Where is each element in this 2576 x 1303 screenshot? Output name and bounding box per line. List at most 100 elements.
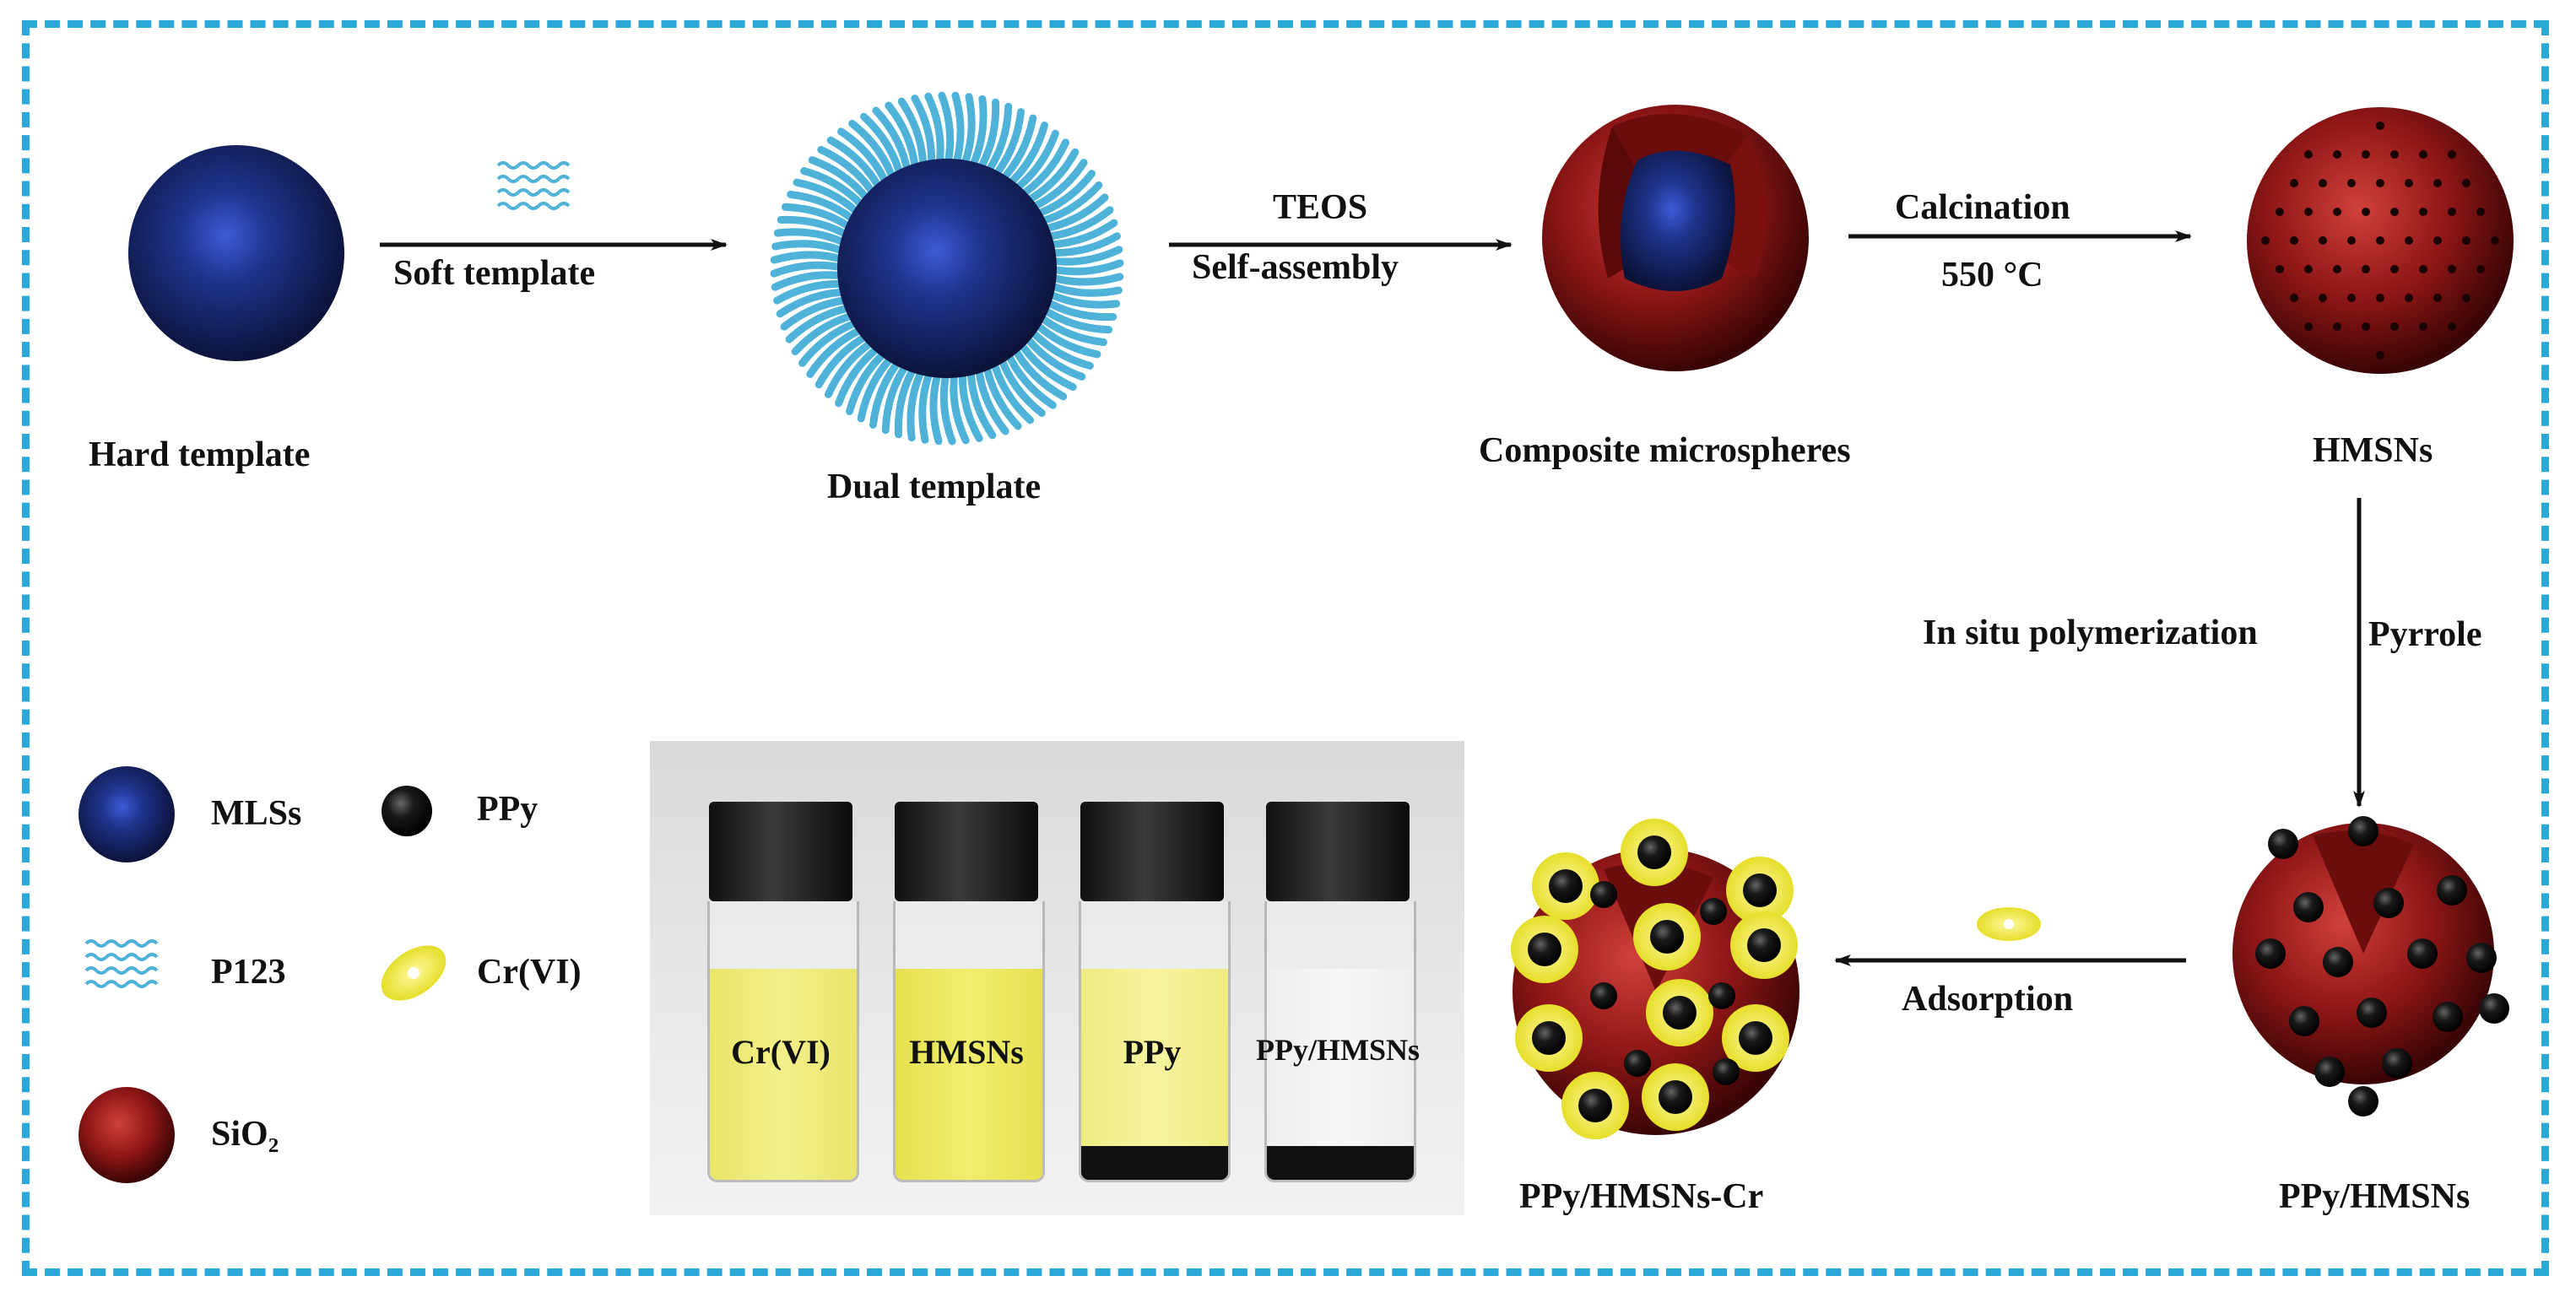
vial-glass [1264, 901, 1416, 1182]
vial-label: PPy [1123, 1033, 1182, 1071]
label-calcination: Calcination [1895, 188, 2070, 227]
vial: HMSNs [886, 741, 1047, 1215]
pore [2476, 265, 2485, 273]
hmsns-sphere [2247, 107, 2514, 374]
pore [2433, 179, 2442, 187]
label-self-assembly: Self-assembly [1192, 248, 1399, 287]
pore [2491, 236, 2499, 245]
p123-wave-icon [496, 161, 571, 210]
pore [2462, 294, 2470, 302]
vial-cap [1266, 802, 1410, 901]
p123-strand [1044, 272, 1124, 286]
pore [2405, 236, 2413, 245]
pore [2419, 150, 2427, 159]
dual-template-sphere [770, 91, 1124, 446]
ppy-particle [2479, 993, 2509, 1024]
pore [2362, 322, 2370, 331]
ppy-particle [1590, 982, 1617, 1009]
pore [2376, 179, 2384, 187]
ppy-particle [2268, 829, 2298, 859]
ppy-particle [2323, 947, 2353, 977]
ppy-particle [2293, 892, 2324, 922]
ppy-particle [2407, 938, 2438, 969]
vial-cap [1080, 802, 1224, 901]
ppy-hmsns-cr-sphere [1511, 819, 1799, 1139]
vial-sediment [1267, 1146, 1414, 1180]
p123-strand [770, 251, 850, 265]
ppy-particle [2348, 816, 2378, 846]
pore [2476, 208, 2485, 216]
pore [2448, 322, 2456, 331]
p123-strand [785, 303, 858, 343]
pore [2333, 322, 2341, 331]
pore [2376, 122, 2384, 130]
label-composite-microspheres: Composite microspheres [1479, 431, 1851, 470]
pore [2347, 236, 2356, 245]
pore [2304, 265, 2313, 273]
ppy-particle [1700, 898, 1727, 925]
pore [2376, 294, 2384, 302]
pore [2448, 208, 2456, 216]
label-ppy-hmsns-cr: PPy/HMSNs-Cr [1519, 1177, 1764, 1216]
label-pyrrole: Pyrrole [2368, 615, 2482, 654]
vial: Cr(VI) [701, 741, 861, 1215]
ppy-particle [2437, 875, 2467, 906]
label-adsorption: Adsorption [1902, 980, 2074, 1019]
ppy-particle [1659, 1080, 1692, 1114]
ppy-particle [1747, 928, 1781, 962]
pore [2448, 265, 2456, 273]
ppy-particle [2348, 1086, 2378, 1116]
legend-ppy-icon [382, 786, 432, 836]
pore [2362, 150, 2370, 159]
vial-liquid [710, 969, 857, 1180]
pore [2347, 179, 2356, 187]
label-soft-template: Soft template [393, 254, 596, 293]
label-ppy-hmsns: PPy/HMSNs [2279, 1177, 2470, 1216]
pore [2290, 236, 2298, 245]
p123-strand [929, 365, 944, 446]
pore [2405, 179, 2413, 187]
ppy-particle [2314, 1057, 2345, 1087]
pore [2390, 322, 2399, 331]
pore [2433, 294, 2442, 302]
vial-liquid [896, 969, 1042, 1180]
vial-liquid [1267, 969, 1414, 1180]
ppy-particle [1528, 933, 1561, 966]
vial-glass [893, 901, 1045, 1182]
vial-glass [707, 901, 859, 1182]
pore [2319, 179, 2327, 187]
legend-crvi-icon [381, 945, 446, 1001]
label-hmsns: HMSNs [2313, 431, 2433, 470]
ppy-particle [1549, 869, 1583, 903]
pore [2304, 322, 2313, 331]
pore [2448, 150, 2456, 159]
pore [2405, 294, 2413, 302]
pore [2376, 236, 2384, 245]
pore [2333, 150, 2341, 159]
pore [2362, 208, 2370, 216]
pore [2390, 265, 2399, 273]
pore [2304, 150, 2313, 159]
legend-p123-icon [84, 939, 159, 988]
ppy-particle [2466, 943, 2497, 973]
ppy-particle [1663, 996, 1697, 1030]
pore [2319, 236, 2327, 245]
ppy-hmsns-sphere [2232, 816, 2509, 1116]
legend-crvi-label: Cr(VI) [477, 953, 582, 992]
vial-label: PPy/HMSNs [1256, 1033, 1420, 1067]
pore [2462, 236, 2470, 245]
ppy-particle [2357, 998, 2387, 1028]
pore [2390, 208, 2399, 216]
ppy-particle [2433, 1002, 2463, 1032]
legend-p123-label: P123 [211, 953, 286, 992]
label-temperature: 550 °C [1941, 256, 2043, 295]
pore [2390, 150, 2399, 159]
ppy-particle [2373, 888, 2404, 918]
pore [2376, 351, 2384, 360]
vial: PPy [1072, 741, 1232, 1215]
pore [2433, 236, 2442, 245]
p123-strand [1036, 193, 1109, 234]
composite-microsphere [1542, 105, 1809, 371]
vial-glass [1079, 901, 1231, 1182]
